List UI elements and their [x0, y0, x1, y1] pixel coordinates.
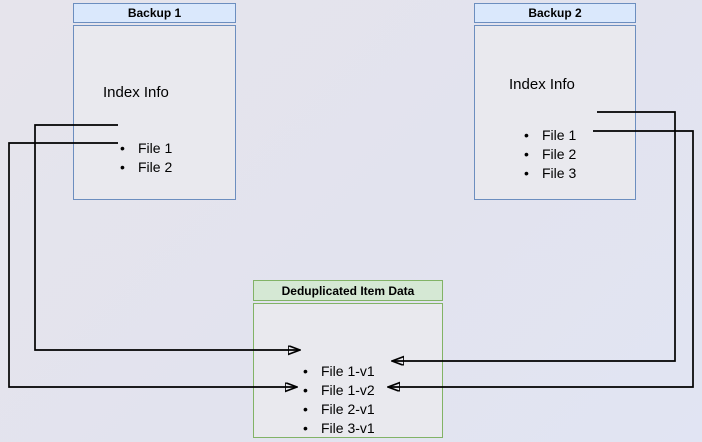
bullet-icon: [524, 126, 542, 145]
list-item: File 2: [524, 145, 576, 164]
list-item: File 1-v1: [303, 362, 375, 381]
list-item: File 1-v2: [303, 381, 375, 400]
list-item: File 2: [120, 158, 172, 177]
file-label: File 2: [138, 159, 173, 175]
list-item: File 3: [524, 164, 576, 183]
backup2-body: Index Info File 1 File 2 File 3: [474, 25, 636, 200]
backup1-body: Index Info File 1 File 2: [73, 25, 236, 200]
backup2-index-info-label: Index Info: [509, 76, 575, 93]
dedup-node: Deduplicated Item Data File 1-v1 File 1-…: [253, 280, 443, 438]
item-label: File 3-v1: [321, 420, 375, 436]
bullet-icon: [524, 164, 542, 183]
bullet-icon: [303, 419, 321, 438]
backup1-file-list: File 1 File 2: [120, 139, 172, 177]
dedup-title: Deduplicated Item Data: [253, 280, 443, 301]
backup2-title: Backup 2: [474, 3, 636, 23]
item-label: File 2-v1: [321, 401, 375, 417]
backup1-title: Backup 1: [73, 3, 236, 23]
item-label: File 1-v1: [321, 363, 375, 379]
file-label: File 1: [138, 140, 173, 156]
list-item: File 1: [120, 139, 172, 158]
bullet-icon: [303, 381, 321, 400]
list-item: File 1: [524, 126, 576, 145]
backup2-file-list: File 1 File 2 File 3: [524, 126, 576, 183]
bullet-icon: [524, 145, 542, 164]
backup1-node: Backup 1 Index Info File 1 File 2: [73, 3, 236, 200]
item-label: File 1-v2: [321, 382, 375, 398]
list-item: File 3-v1: [303, 419, 375, 438]
file-label: File 3: [542, 165, 577, 181]
file-label: File 2: [542, 146, 577, 162]
bullet-icon: [303, 400, 321, 419]
backup2-node: Backup 2 Index Info File 1 File 2 File 3: [474, 3, 636, 200]
bullet-icon: [120, 139, 138, 158]
list-item: File 2-v1: [303, 400, 375, 419]
bullet-icon: [303, 362, 321, 381]
bullet-icon: [120, 158, 138, 177]
backup1-index-info-label: Index Info: [103, 84, 169, 101]
dedup-item-list: File 1-v1 File 1-v2 File 2-v1 File 3-v1: [303, 362, 375, 438]
file-label: File 1: [542, 127, 577, 143]
dedup-body: File 1-v1 File 1-v2 File 2-v1 File 3-v1: [253, 303, 443, 438]
